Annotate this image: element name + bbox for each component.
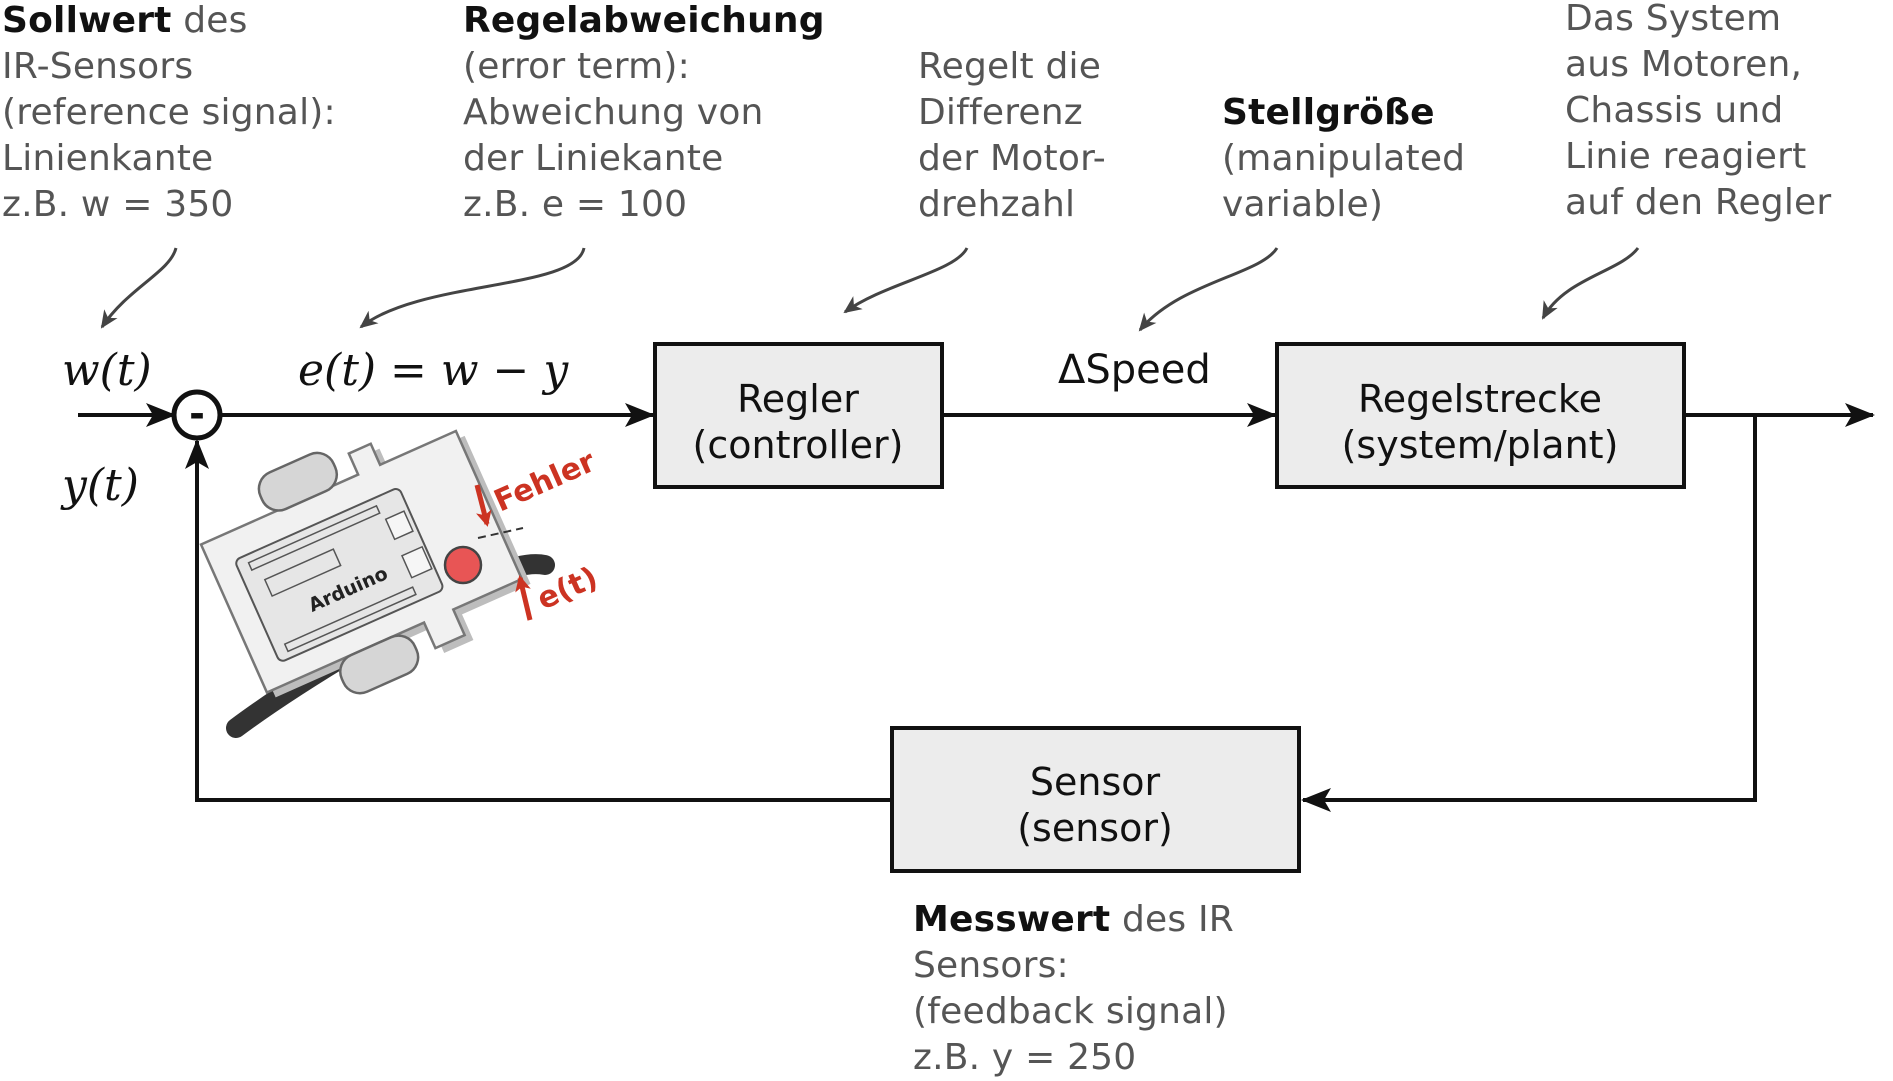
delta-speed-label: ΔSpeed — [1058, 347, 1211, 393]
annotation-sollwert-line: IR-Sensors — [2, 46, 194, 87]
pointer-arrow-regler — [843, 247, 969, 314]
reference-signal-label: w(t) — [62, 345, 152, 396]
annotation-messwert-line: z.B. y = 250 — [913, 1037, 1137, 1078]
annotation-system-line: Linie reagiert — [1565, 136, 1807, 177]
annotation-stellgroesse: Stellgröße (manipulated variable) — [1222, 90, 1465, 228]
annotation-sollwert: Sollwert des IR-Sensors (reference signa… — [2, 0, 336, 228]
robot-illustration: Arduino Fehler e(t) — [199, 429, 603, 738]
annotation-system-note: Das System aus Motoren, Chassis und Lini… — [1565, 0, 1831, 226]
sensor-sublabel: (sensor) — [1017, 806, 1173, 850]
sensor-label: Sensor — [1030, 760, 1161, 804]
chip-icon — [263, 548, 342, 598]
feedback-signal-label: y(t) — [60, 460, 139, 511]
annotation-messwert-title: Messwert — [913, 899, 1111, 940]
annotation-stellgroesse-line: variable) — [1222, 184, 1384, 225]
pointer-arrow-regelstrecke — [1541, 247, 1640, 320]
annotation-sollwert-line: Linienkante — [2, 138, 214, 179]
annotation-regler-line: Regelt die — [918, 46, 1102, 87]
annotation-regelabweichung-line: Abweichung von — [463, 92, 764, 133]
error-signal-label: e(t) = w − y — [298, 345, 569, 396]
annotation-regelabweichung-line: z.B. e = 100 — [463, 184, 688, 225]
annotation-regler-line: der Motor- — [918, 138, 1106, 179]
annotation-system-line: aus Motoren, — [1565, 44, 1803, 85]
annotation-system-line: Das System — [1565, 0, 1782, 39]
annotation-regelabweichung-line: (error term): — [463, 46, 690, 87]
annotation-stellgroesse-title: Stellgröße — [1222, 92, 1435, 133]
annotation-regler-line: Differenz — [918, 92, 1083, 133]
ir-sensor-icon — [443, 545, 483, 585]
annotation-messwert-line: (feedback signal) — [913, 991, 1228, 1032]
pointer-arrow-regelabweichung — [359, 247, 586, 329]
power-jack-icon — [400, 545, 433, 579]
annotation-regler-note: Regelt die Differenz der Motor- drehzahl — [918, 44, 1106, 228]
regler-sublabel: (controller) — [693, 423, 904, 467]
usb-port-icon — [384, 510, 414, 541]
wheel-rear-icon — [339, 634, 420, 695]
regelstrecke-label: Regelstrecke — [1358, 377, 1602, 421]
feedback-arrow-to-sensor — [1301, 415, 1757, 812]
pointer-arrow-stellgroesse — [1138, 247, 1279, 332]
annotation-sollwert-line: (reference signal): — [2, 92, 336, 133]
fehler-arrow-icon — [474, 484, 492, 527]
annotation-regelabweichung: Regelabweichung (error term): Abweichung… — [463, 0, 825, 228]
annotation-messwert: Messwert des IR Sensors: (feedback signa… — [913, 897, 1234, 1081]
annotation-sollwert-line: z.B. w = 350 — [2, 184, 234, 225]
line-edge-dashed — [477, 527, 524, 539]
regler-label: Regler — [737, 377, 859, 421]
annotation-sollwert-title-rest: des — [171, 0, 248, 41]
annotation-regelabweichung-title: Regelabweichung — [463, 0, 825, 41]
header-pins-top-icon — [247, 504, 381, 572]
feedback-arrow-to-junction — [185, 439, 892, 802]
error-arrow-icon — [515, 575, 533, 621]
fehler-label: Fehler — [489, 444, 601, 519]
annotation-regler-line: drehzahl — [918, 184, 1076, 225]
annotation-sollwert-title: Sollwert — [2, 0, 172, 41]
annotation-stellgroesse-line: (manipulated — [1222, 138, 1466, 179]
wheel-front-icon — [257, 451, 339, 512]
header-pins-bottom-icon — [283, 586, 417, 653]
regelstrecke-sublabel: (system/plant) — [1342, 423, 1619, 467]
annotation-messwert-title-rest: des IR — [1110, 899, 1235, 940]
pointer-arrow-sollwert — [100, 247, 178, 329]
annotation-system-line: auf den Regler — [1565, 182, 1832, 223]
annotation-regelabweichung-line: der Liniekante — [463, 138, 724, 179]
annotation-system-line: Chassis und — [1565, 90, 1784, 131]
annotation-messwert-line: Sensors: — [913, 945, 1069, 986]
minus-sign: - — [189, 392, 205, 436]
